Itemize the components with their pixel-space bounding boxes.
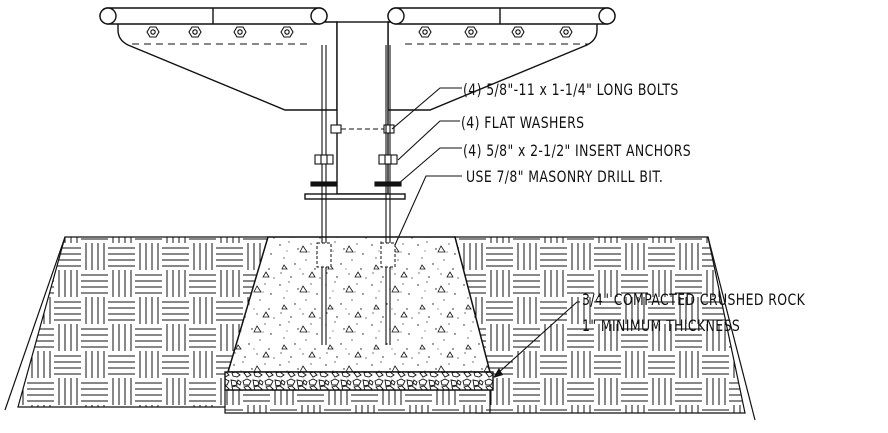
callout-bolts: (4) 5/8"-11 x 1-1/4" LONG BOLTS xyxy=(463,80,679,99)
callout-min-thickness: 1" MINIMUM THICKNESS xyxy=(582,316,741,335)
callout-washers: (4) FLAT WASHERS xyxy=(461,113,585,132)
callout-crushed-rock: 3/4" COMPACTED CRUSHED ROCK xyxy=(582,290,806,309)
callout-insert-anchors: (4) 5/8" x 2-1/2" INSERT ANCHORS xyxy=(463,141,692,160)
callout-drill-bit: USE 7/8" MASONRY DRILL BIT. xyxy=(466,167,664,186)
leader-arrowheads xyxy=(493,368,503,378)
concrete-footing xyxy=(226,236,491,373)
through-bolt xyxy=(330,124,395,134)
leader-lines xyxy=(391,87,580,375)
insert-anchors xyxy=(316,242,396,268)
center-post xyxy=(304,21,406,200)
crushed-rock-base xyxy=(224,371,494,391)
bracket-nuts xyxy=(146,26,573,38)
